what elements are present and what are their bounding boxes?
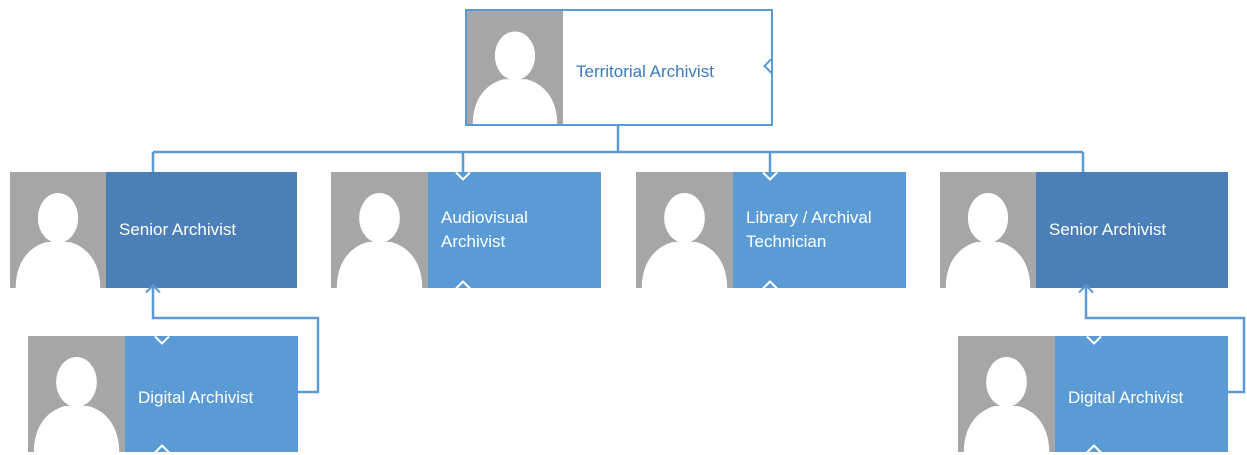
node-label: Digital Archivist — [138, 388, 254, 407]
person-placeholder-icon — [636, 172, 733, 288]
person-placeholder-icon — [958, 336, 1055, 452]
expand-marker-icon — [762, 171, 778, 181]
node-label: Digital Archivist — [1068, 388, 1184, 407]
node-label: Territorial Archivist — [576, 61, 714, 81]
node-library-archival-technician[interactable]: Library / Archival Technician — [636, 172, 906, 288]
connector-senior-left-to-digital-left — [151, 288, 320, 394]
person-silhouette-icon — [963, 357, 1050, 452]
connector-senior-right-to-digital-right — [1084, 288, 1246, 394]
collapse-marker-icon — [1078, 284, 1094, 294]
node-digital-archivist-right[interactable]: Digital Archivist — [958, 336, 1228, 452]
collapse-marker-icon — [763, 58, 773, 74]
person-silhouette-icon — [33, 357, 120, 452]
person-silhouette-icon — [15, 193, 101, 288]
collapse-marker-icon — [455, 280, 471, 290]
person-placeholder-icon — [10, 172, 106, 288]
collapse-marker-icon — [762, 280, 778, 290]
person-silhouette-icon — [641, 193, 728, 288]
node-senior-archivist-right[interactable]: Senior Archivist — [940, 172, 1228, 288]
expand-marker-icon — [154, 335, 170, 345]
person-placeholder-icon — [28, 336, 125, 452]
collapse-marker-icon — [1086, 444, 1102, 454]
node-label: Senior Archivist — [1049, 220, 1167, 239]
person-placeholder-icon — [467, 11, 563, 124]
node-territorial-archivist[interactable]: Territorial Archivist — [465, 9, 773, 126]
collapse-marker-icon — [145, 284, 161, 294]
collapse-marker-icon — [154, 444, 170, 454]
node-digital-archivist-left[interactable]: Digital Archivist — [28, 336, 298, 452]
expand-marker-icon — [1086, 335, 1102, 345]
node-label: Audiovisual Archivist — [441, 208, 528, 251]
person-placeholder-icon — [331, 172, 428, 288]
node-label: Library / Archival Technician — [746, 208, 872, 251]
node-audiovisual-archivist[interactable]: Audiovisual Archivist — [331, 172, 601, 288]
person-placeholder-icon — [940, 172, 1036, 288]
person-silhouette-icon — [472, 31, 558, 124]
node-label: Senior Archivist — [119, 220, 237, 239]
expand-marker-icon — [455, 171, 471, 181]
node-senior-archivist-left[interactable]: Senior Archivist — [10, 172, 297, 288]
person-silhouette-icon — [945, 193, 1031, 288]
person-silhouette-icon — [336, 193, 423, 288]
